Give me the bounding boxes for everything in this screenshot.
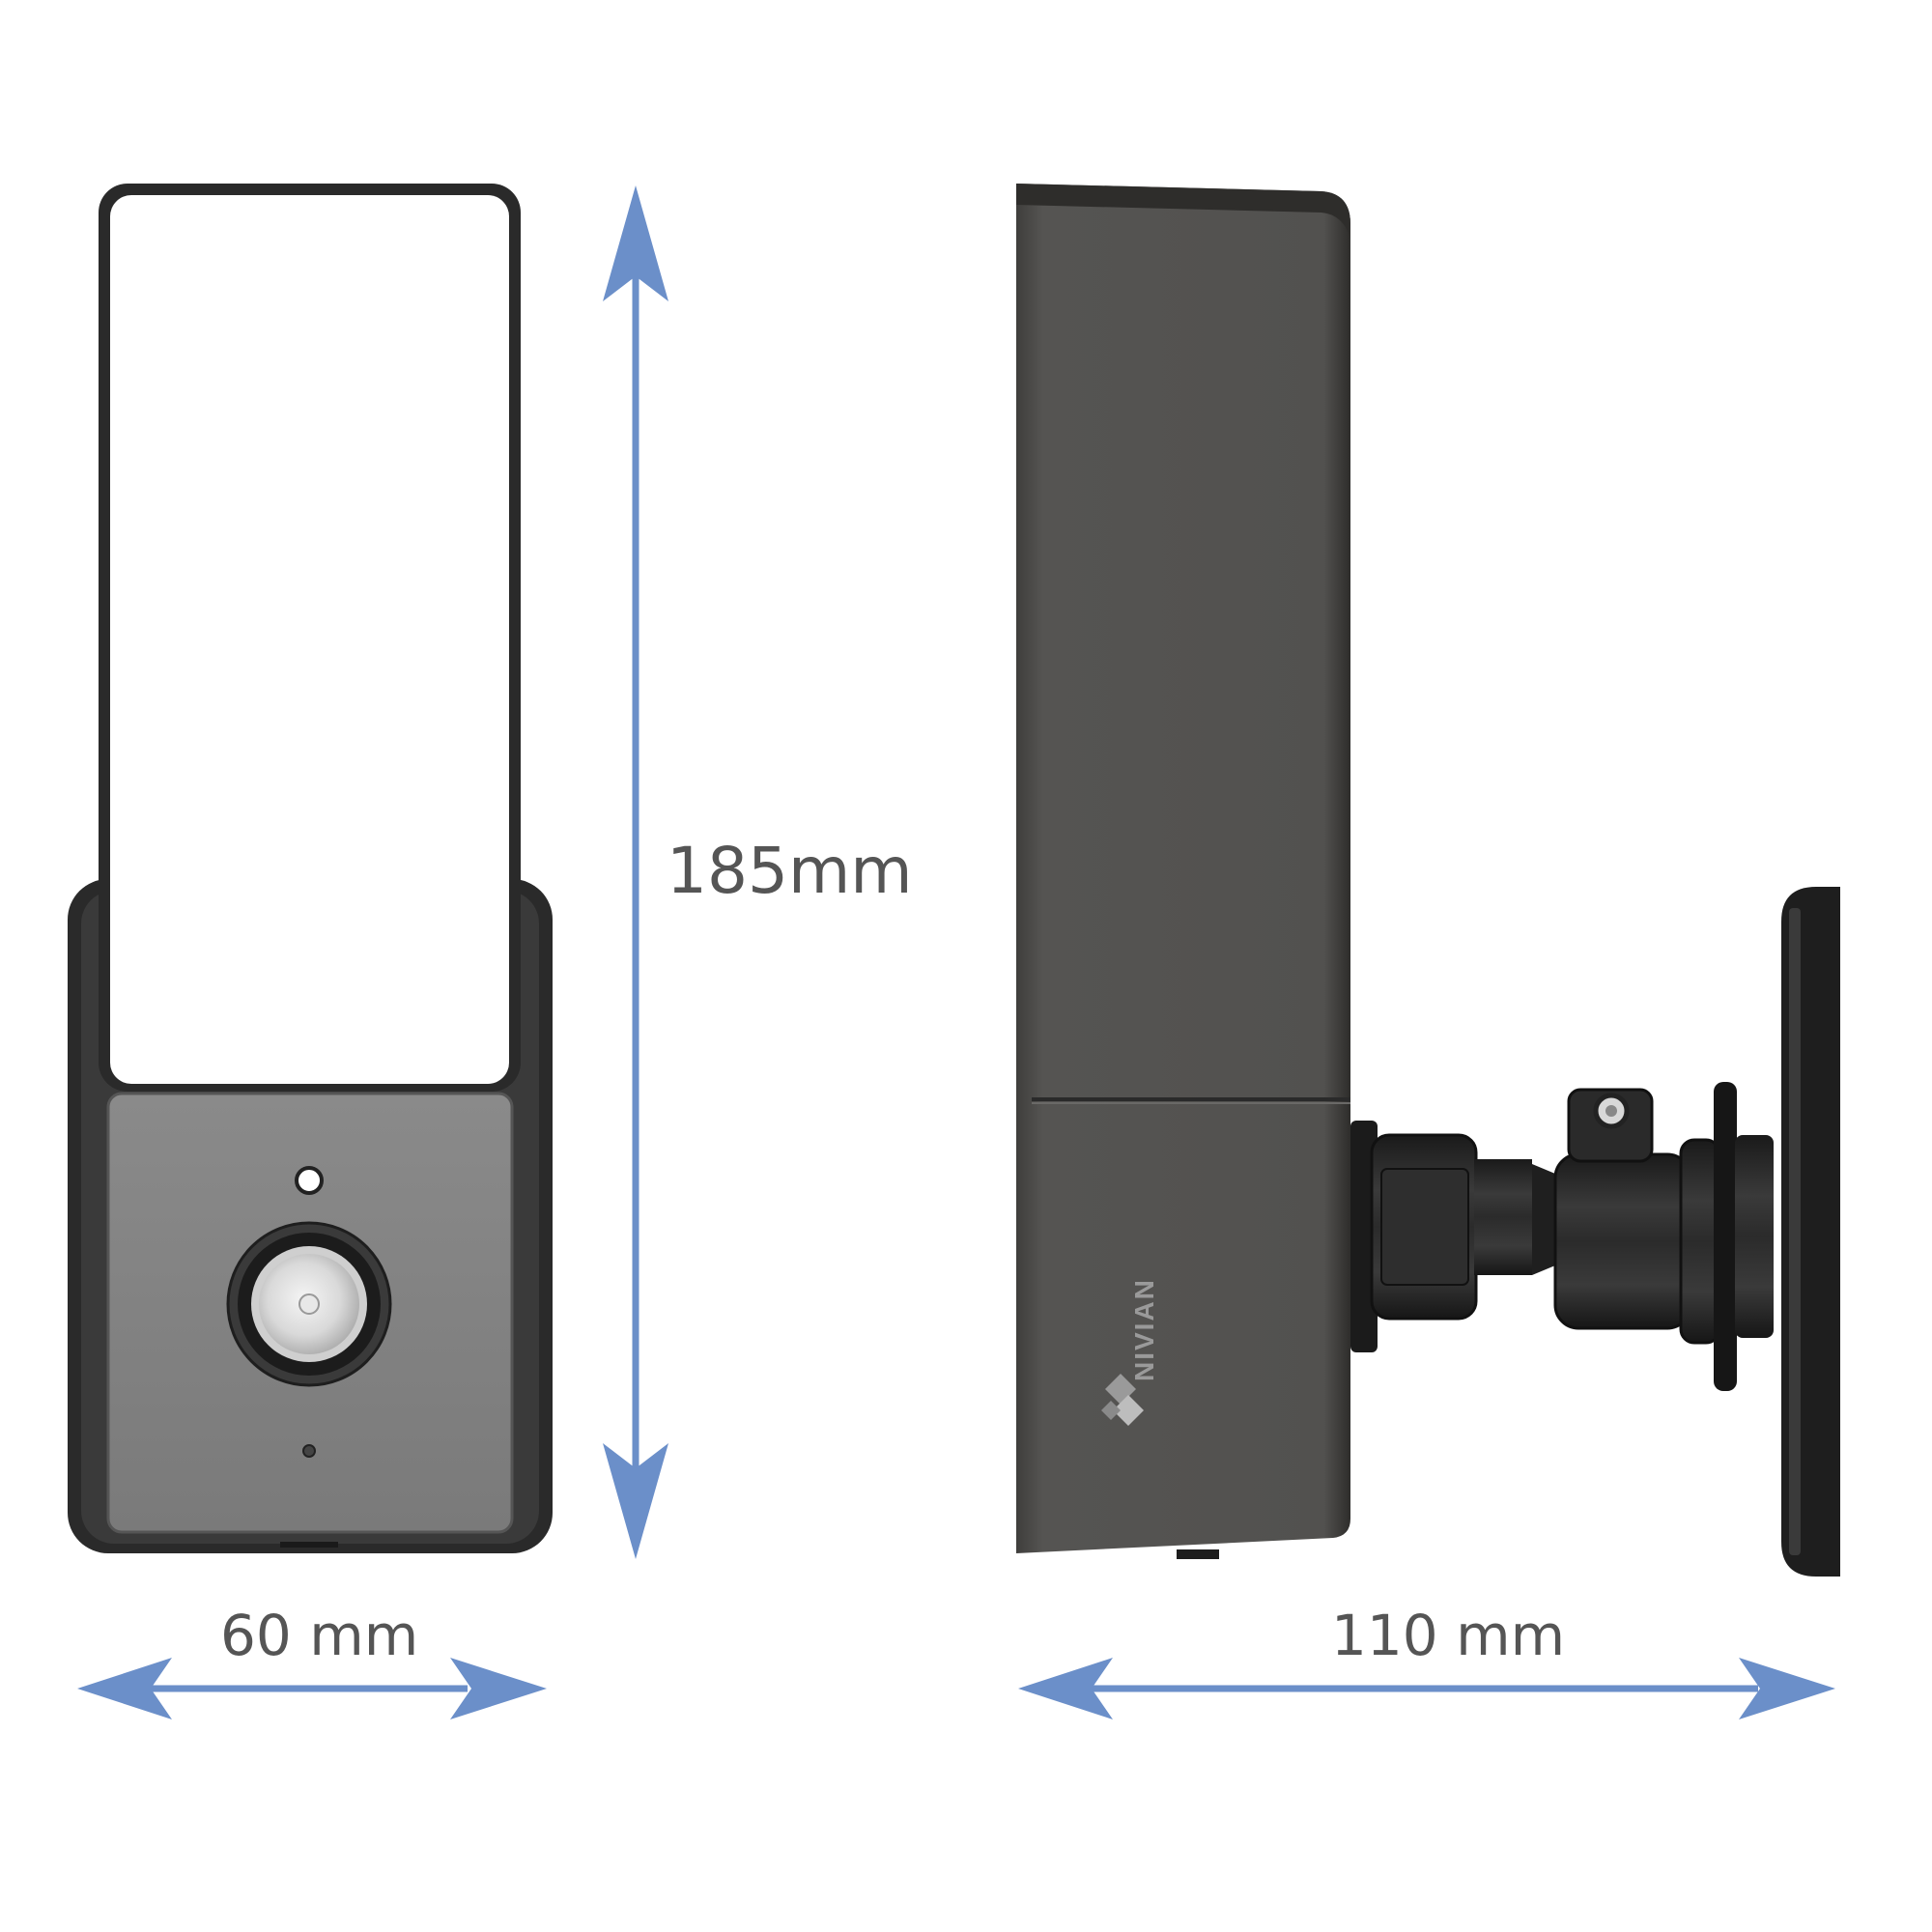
microphone-icon <box>302 1444 316 1458</box>
side-depth-dimension-arrow <box>1018 1658 1835 1719</box>
nivian-logo: NIVIAN <box>1101 1278 1159 1426</box>
side-view: NIVIAN <box>1016 184 1840 1577</box>
light-sensor-icon <box>295 1166 324 1195</box>
height-dimension-arrow <box>603 185 668 1559</box>
lamp-panel <box>110 195 509 1084</box>
side-depth-label: 110 mm <box>1331 1603 1565 1668</box>
wall-mount <box>1350 887 1840 1577</box>
brand-logo-text: NIVIAN <box>1129 1278 1159 1381</box>
height-label: 185mm <box>667 834 913 908</box>
front-view <box>68 184 553 1553</box>
front-width-label: 60 mm <box>220 1603 418 1668</box>
camera-lens-icon <box>226 1221 392 1387</box>
front-width-dimension-arrow <box>77 1658 547 1719</box>
side-body <box>1016 184 1350 1553</box>
